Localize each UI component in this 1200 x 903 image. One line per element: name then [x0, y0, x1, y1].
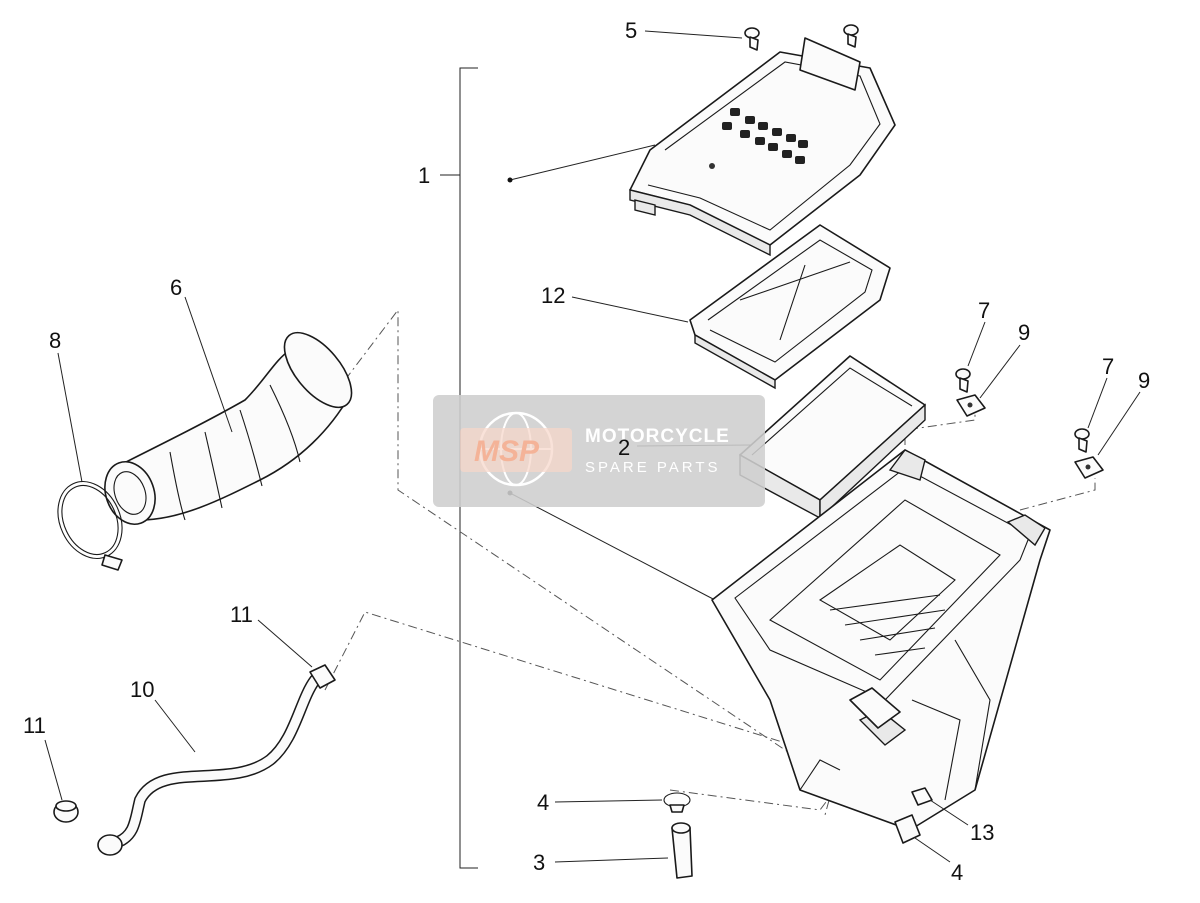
small-clip-13 [911, 787, 933, 806]
callout-11a: 11 [230, 602, 253, 627]
screw-5a [744, 27, 760, 51]
callout-3: 3 [533, 850, 545, 875]
callout-9b: 9 [1138, 368, 1150, 393]
callout-12: 12 [541, 283, 565, 308]
filter-frame [689, 224, 891, 390]
callout-7b: 7 [1102, 354, 1114, 379]
small-clamp-11b [53, 800, 79, 823]
callout-13: 13 [970, 820, 994, 845]
callout-8: 8 [49, 328, 61, 353]
callout-1: 1 [418, 163, 430, 188]
screw-7a [955, 368, 971, 393]
callout-7a: 7 [978, 298, 990, 323]
callout-6: 6 [170, 275, 182, 300]
watermark-background [433, 395, 765, 507]
clip-9a [956, 394, 986, 417]
callout-11b: 11 [23, 713, 46, 738]
callout-5: 5 [625, 18, 637, 43]
airbox-body [711, 449, 1051, 831]
callout-9a: 9 [1018, 320, 1030, 345]
clip-9b [1074, 456, 1104, 479]
hose-clamp [57, 481, 123, 571]
watermark: MSP MOTORCYCLE SPARE PARTS [433, 395, 765, 507]
callout-10: 10 [130, 677, 154, 702]
watermark-line1: MOTORCYCLE [585, 426, 730, 447]
clamp-4a [663, 792, 691, 813]
screw-7b [1074, 428, 1090, 453]
small-clamp-11a [309, 664, 336, 689]
drain-hose [97, 674, 321, 856]
callout-4b: 4 [951, 860, 963, 885]
watermark-line2: SPARE PARTS [585, 459, 721, 476]
callout-4a: 4 [537, 790, 549, 815]
airbox-cover [629, 37, 896, 257]
small-sleeve-4b [894, 814, 921, 844]
screw-5b [843, 24, 859, 48]
watermark-logo: MSP [474, 435, 540, 468]
callout-2: 2 [618, 435, 630, 460]
drain-plug [671, 822, 693, 879]
